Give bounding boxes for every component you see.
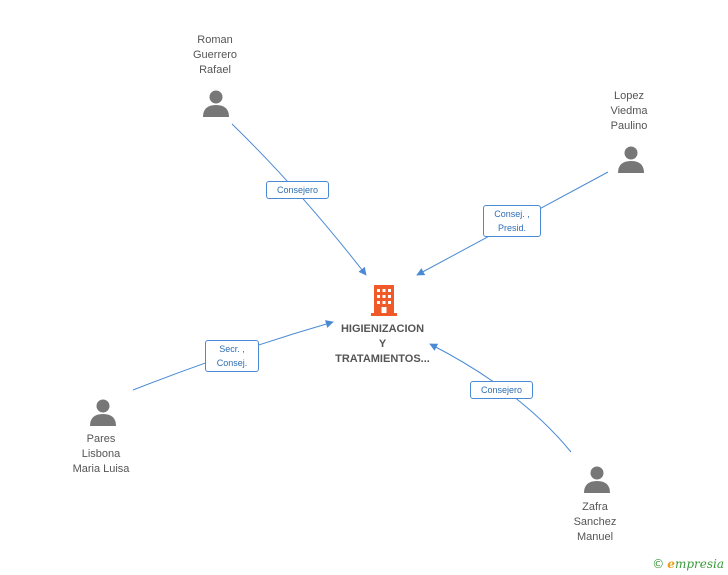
- person-name-lopez[interactable]: Lopez Viedma Paulino: [574, 89, 684, 134]
- edge-label-pares[interactable]: Secr. , Consej.: [205, 340, 259, 372]
- edge-label-line: Presid.: [497, 223, 526, 233]
- building-icon[interactable]: [369, 283, 399, 317]
- edge-label-line: Consej.: [216, 358, 248, 368]
- person-name-line: Lopez: [614, 90, 644, 102]
- edge-label-line: Consej. ,: [494, 209, 530, 219]
- person-name-line: Zafra: [582, 501, 608, 513]
- person-icon[interactable]: [201, 88, 231, 118]
- brand-initial: e: [667, 557, 675, 571]
- company-name-line: TRATAMIENTOS...: [335, 353, 430, 365]
- person-icon[interactable]: [88, 397, 118, 427]
- person-name-line: Pares: [86, 433, 116, 445]
- person-name-line: Viedma: [610, 105, 648, 117]
- edge-roman: [231, 123, 367, 276]
- edge-label-line: Consejero: [276, 185, 319, 195]
- person-name-line: Rafael: [199, 64, 231, 76]
- person-name-pares[interactable]: Pares Lisbona Maria Luisa: [46, 432, 156, 477]
- edge-label-line: Consejero: [480, 385, 523, 395]
- person-name-line: Guerrero: [192, 49, 238, 61]
- brand-name: mpresia: [674, 557, 724, 571]
- company-name[interactable]: HIGIENIZACION Y TRATAMIENTOS...: [320, 322, 445, 367]
- person-name-line: Maria Luisa: [72, 463, 130, 475]
- person-name-zafra[interactable]: Zafra Sanchez Manuel: [540, 500, 650, 545]
- edge-label-zafra[interactable]: Consejero: [470, 381, 533, 399]
- copyright-symbol: ©: [652, 557, 665, 571]
- person-icon[interactable]: [582, 464, 612, 494]
- person-name-line: Manuel: [576, 531, 614, 543]
- edge-label-lopez[interactable]: Consej. , Presid.: [483, 205, 541, 237]
- person-name-line: Sanchez: [573, 516, 617, 528]
- edge-label-line: Secr. ,: [219, 344, 245, 354]
- company-name-line: HIGIENIZACION: [340, 323, 425, 335]
- person-name-roman[interactable]: Roman Guerrero Rafael: [160, 33, 270, 78]
- person-name-line: Lisbona: [81, 448, 121, 460]
- empresia-logo: ©empresia: [652, 557, 724, 571]
- company-name-line: Y: [378, 338, 387, 350]
- person-name-line: Paulino: [610, 120, 648, 132]
- edge-label-roman[interactable]: Consejero: [266, 181, 329, 199]
- person-icon[interactable]: [616, 144, 646, 174]
- person-name-line: Roman: [197, 34, 233, 46]
